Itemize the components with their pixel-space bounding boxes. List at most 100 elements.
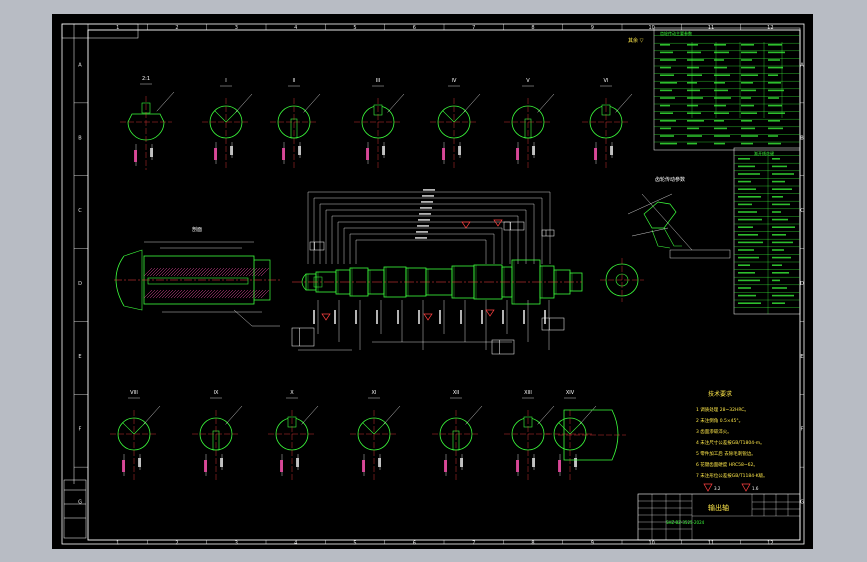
hatch-line xyxy=(251,289,261,299)
hatch-line xyxy=(152,289,162,299)
table-cell-text xyxy=(772,173,794,175)
table-cell-text xyxy=(768,127,783,130)
dim-text-mark xyxy=(378,458,381,467)
section-label: XIV xyxy=(566,390,575,396)
table-cell-text xyxy=(772,294,794,297)
hatch-line xyxy=(251,267,261,277)
table-cell-text xyxy=(738,211,757,213)
cross-hole xyxy=(442,110,466,123)
hatch-line xyxy=(191,289,201,299)
hatch-line xyxy=(239,267,249,277)
cross-hole xyxy=(214,110,238,123)
cross-hole xyxy=(122,422,146,435)
tolerance-frame xyxy=(309,241,325,251)
dim-text-mark xyxy=(397,310,399,324)
column-zone-label: 6 xyxy=(413,25,416,31)
table-cell-text xyxy=(772,188,792,190)
tolerance-frame xyxy=(541,229,555,237)
column-zone-label: 5 xyxy=(353,541,356,547)
hatch-line xyxy=(188,289,198,299)
section-label: XIII xyxy=(524,390,532,396)
hatch-line xyxy=(143,289,153,299)
section-view: V xyxy=(504,78,555,168)
hatch-line xyxy=(143,267,153,277)
column-zone-label: 9 xyxy=(591,541,594,547)
dim-text-mark xyxy=(230,146,233,155)
dim-text-mark xyxy=(516,148,519,160)
hatch-line xyxy=(161,289,171,299)
drawing-number-stub xyxy=(61,23,139,39)
hatch-line xyxy=(242,267,252,277)
table-cell-text xyxy=(687,104,698,107)
table-cell-text xyxy=(714,89,728,92)
roughness-symbol-icon xyxy=(423,313,433,321)
row-zone-label: C xyxy=(78,208,82,214)
table-cell-text xyxy=(687,82,697,84)
table-cell-text xyxy=(714,44,726,46)
section-view: 2:1 xyxy=(120,76,175,170)
hatch-line xyxy=(227,289,237,299)
table-cell-text xyxy=(687,89,700,92)
dim-text-mark xyxy=(298,146,301,155)
table-cell-text xyxy=(741,104,754,107)
table-cell-text xyxy=(714,51,729,54)
table-cell-text xyxy=(772,203,790,206)
table-cell-text xyxy=(714,142,725,145)
dim-text-mark xyxy=(544,310,546,324)
hatch-line xyxy=(179,289,189,299)
table-cell-text xyxy=(660,59,676,61)
tolerance-frame xyxy=(291,327,315,347)
hatch-line xyxy=(218,267,228,277)
table-cell-text xyxy=(687,112,701,114)
table-cell-text xyxy=(741,66,755,69)
cross-hole xyxy=(362,422,386,435)
table-cell-text xyxy=(768,66,783,69)
leader-line xyxy=(615,93,633,113)
tech-req-item: 6 花键齿面硬度 HRC58~62。 xyxy=(696,461,758,468)
table-cell-text xyxy=(738,165,755,168)
table-cell-text xyxy=(772,241,793,244)
roughness-value: 3.2 xyxy=(714,486,721,491)
section-view: XII xyxy=(432,390,483,480)
hatch-line xyxy=(158,267,168,277)
row-zone-label: D xyxy=(800,281,804,287)
dim-text-mark xyxy=(418,310,420,324)
table-cell-text xyxy=(738,287,751,289)
hatch-line xyxy=(233,267,243,277)
hatch-line xyxy=(215,289,225,299)
table-cell-text xyxy=(687,51,701,54)
row-zone-label: A xyxy=(78,62,82,68)
gear-tooth-detail: 齿轮传动参数 xyxy=(600,176,731,302)
tech-req-item: 1 调质处理 28~32HRC。 xyxy=(696,406,749,413)
table-cell-text xyxy=(741,142,753,145)
table-cell-text xyxy=(738,249,754,251)
hatch-line xyxy=(203,289,213,299)
hatch-line xyxy=(221,267,231,277)
hatch-line xyxy=(194,289,204,299)
leader-line xyxy=(579,405,597,425)
table-cell-text xyxy=(738,279,760,282)
section-label: 2:1 xyxy=(142,76,150,82)
table-cell-text xyxy=(660,51,673,54)
spline-parameter-table: 渐开线花键 xyxy=(733,147,801,315)
table-cell-text xyxy=(741,89,756,92)
hatch-line xyxy=(260,289,270,299)
section-view: VIII xyxy=(110,390,161,480)
table-cell-text xyxy=(768,97,779,99)
hatch-line xyxy=(173,267,183,277)
table-cell-text xyxy=(660,89,672,92)
dim-text-mark xyxy=(532,458,535,467)
hatch-line xyxy=(164,289,174,299)
column-zone-label: 7 xyxy=(472,541,475,547)
column-zone-label: 3 xyxy=(235,25,238,31)
dim-text-mark xyxy=(382,146,385,155)
table-cell-text xyxy=(772,165,787,168)
column-zone-label: 11 xyxy=(708,541,714,547)
leader-line xyxy=(463,93,481,113)
table-cell-text xyxy=(738,294,756,297)
table-cell-text xyxy=(772,287,787,289)
section-label: V xyxy=(526,78,530,84)
table-cell-text xyxy=(772,180,785,183)
